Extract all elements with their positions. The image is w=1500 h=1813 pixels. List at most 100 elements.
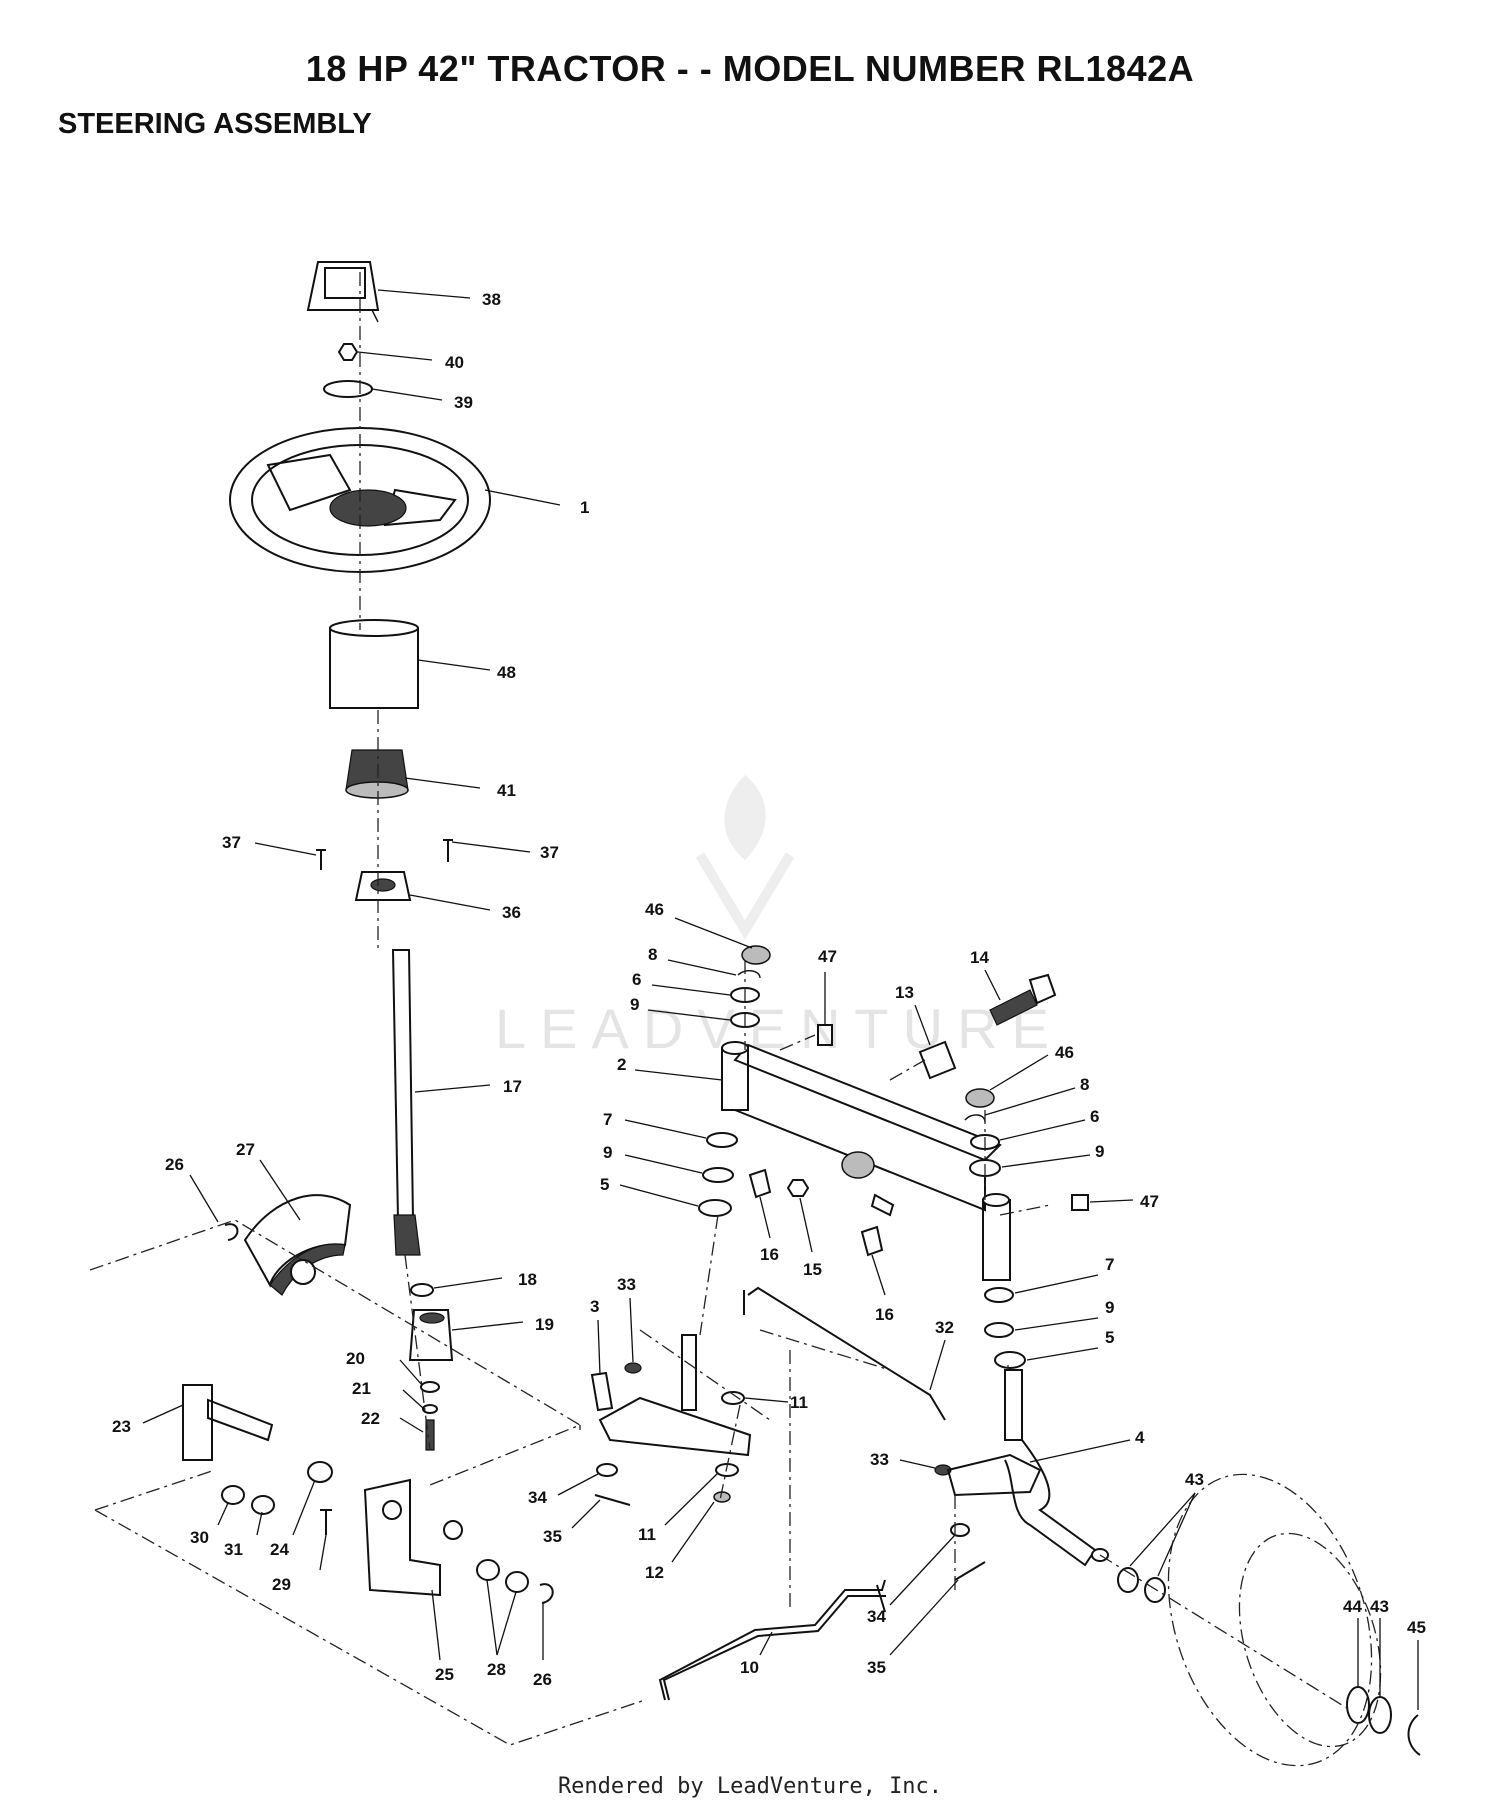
page-title: 18 HP 42" TRACTOR - - MODEL NUMBER RL184… [305, 48, 1195, 89]
part-2-beam-slot [870, 1193, 895, 1217]
leader-6-left [651, 984, 731, 996]
part-1-wheel-spoke-left [266, 453, 352, 512]
part-18-washer [410, 1283, 434, 1297]
callout-22: 22 [361, 1409, 380, 1428]
leader-lines [142, 289, 1419, 1710]
part-45-retaining-clip [1407, 1714, 1421, 1756]
phantom-front-wheel-outer [1167, 1473, 1373, 1767]
part-37-bolt-right [443, 839, 453, 862]
leader-23 [142, 1404, 184, 1424]
leader-34-right [889, 1534, 956, 1606]
watermark-v-icon [695, 852, 795, 940]
part-10-drag-link [658, 1579, 886, 1701]
watermark: LEADVENTURE [495, 775, 1049, 1060]
part-7-washer-left [706, 1132, 738, 1148]
part-43-washer-inner-b [1144, 1577, 1166, 1603]
callout-6-left: 6 [632, 970, 641, 989]
part-2-pivot-boss [841, 1151, 875, 1179]
callout-43-inner: 43 [1185, 1470, 1204, 1489]
part-35-cotter-pin-left [594, 1494, 631, 1506]
leader-33-right [899, 1459, 936, 1469]
part-2-axle-beam-front [734, 1045, 986, 1212]
part-4-spindle-post [1004, 1369, 1023, 1441]
part-19-bearing-block [408, 1309, 454, 1361]
leader-28-a [486, 1579, 498, 1656]
part-3-spindle-arm [598, 1396, 752, 1457]
callout-9-right-lower: 9 [1105, 1298, 1114, 1317]
part-2-tube-right-top [982, 1193, 1010, 1207]
callout-8-left: 8 [648, 945, 657, 964]
callout-16-left: 16 [760, 1245, 779, 1264]
leader-37-left [254, 842, 317, 856]
leader-17 [414, 1084, 491, 1093]
part-17-steering-shaft [391, 949, 415, 1221]
part-3-axle-stub [590, 1371, 614, 1412]
callout-2: 2 [617, 1055, 626, 1074]
callout-30: 30 [190, 1528, 209, 1547]
callout-6-right: 6 [1090, 1107, 1099, 1126]
callout-43-outer: 43 [1370, 1597, 1389, 1616]
part-20-washer [420, 1381, 440, 1393]
callout-11-lower: 11 [638, 1525, 656, 1544]
leader-8-right [984, 1087, 1076, 1116]
part-16-bushing-right [860, 1225, 884, 1257]
leader-24 [292, 1479, 316, 1536]
callout-33-left: 33 [617, 1275, 636, 1294]
callout-34-left: 34 [528, 1488, 547, 1507]
part-1-wheel-hub [329, 489, 407, 527]
part-8-retaining-ring-right [964, 1114, 986, 1123]
callout-9-left: 9 [630, 995, 639, 1014]
part-25-bracket-hole-2 [443, 1520, 463, 1540]
leader-20 [399, 1359, 423, 1386]
callout-15: 15 [803, 1260, 822, 1279]
callout-38: 38 [482, 290, 501, 309]
part-17-shaft-pinion [393, 1214, 421, 1256]
part-36-bracket-hole [370, 878, 396, 892]
dash-frame-lower [94, 1469, 646, 1746]
leader-6-right [999, 1119, 1086, 1141]
callout-36: 36 [502, 903, 521, 922]
leader-46-left [674, 917, 753, 949]
callout-5-left: 5 [600, 1175, 609, 1194]
leader-13 [914, 1004, 931, 1046]
part-13-spacer [918, 1040, 957, 1080]
part-3-spindle-post [681, 1334, 697, 1411]
leader-9-left-lower [624, 1154, 703, 1174]
part-31-nut [251, 1495, 275, 1515]
part-47-grease-fitting-right [1071, 1194, 1089, 1211]
callout-18: 18 [518, 1270, 537, 1289]
front-axle-parts [590, 945, 1421, 1767]
callout-48: 48 [497, 663, 516, 682]
part-10-drag-link-end [876, 1584, 886, 1613]
leader-38 [377, 289, 471, 299]
part-5-bearing-right [994, 1351, 1026, 1369]
callout-29: 29 [272, 1575, 291, 1594]
callout-34-right: 34 [867, 1607, 886, 1626]
leader-9-left [647, 1009, 731, 1021]
part-33-nut-left [624, 1362, 642, 1374]
callout-35-right: 35 [867, 1658, 886, 1677]
leader-43-b [1157, 1492, 1196, 1577]
leader-28-b [496, 1591, 517, 1656]
part-5-bearing-left [698, 1199, 732, 1217]
part-15-nut [786, 1179, 810, 1197]
part-43-washer-outer [1368, 1696, 1392, 1734]
leader-32 [929, 1339, 946, 1391]
leader-41 [404, 777, 481, 789]
leader-35-right [889, 1579, 959, 1656]
callout-9-right: 9 [1095, 1142, 1104, 1161]
leader-33-left [629, 1297, 634, 1363]
part-14-bolt-head [1028, 973, 1057, 1005]
dash-drag-link [759, 1329, 956, 1610]
part-25-mounting-bracket [363, 1478, 441, 1597]
part-48-sleeve [329, 627, 419, 709]
leader-29 [319, 1534, 327, 1571]
part-40-nut [337, 343, 359, 361]
callout-9-left-lower: 9 [603, 1143, 612, 1162]
part-37-bolt-left [316, 849, 326, 870]
part-22-screw [425, 1419, 435, 1451]
callout-24: 24 [270, 1540, 289, 1559]
callout-39: 39 [454, 393, 473, 412]
callout-28: 28 [487, 1660, 506, 1679]
callout-45: 45 [1407, 1618, 1426, 1637]
